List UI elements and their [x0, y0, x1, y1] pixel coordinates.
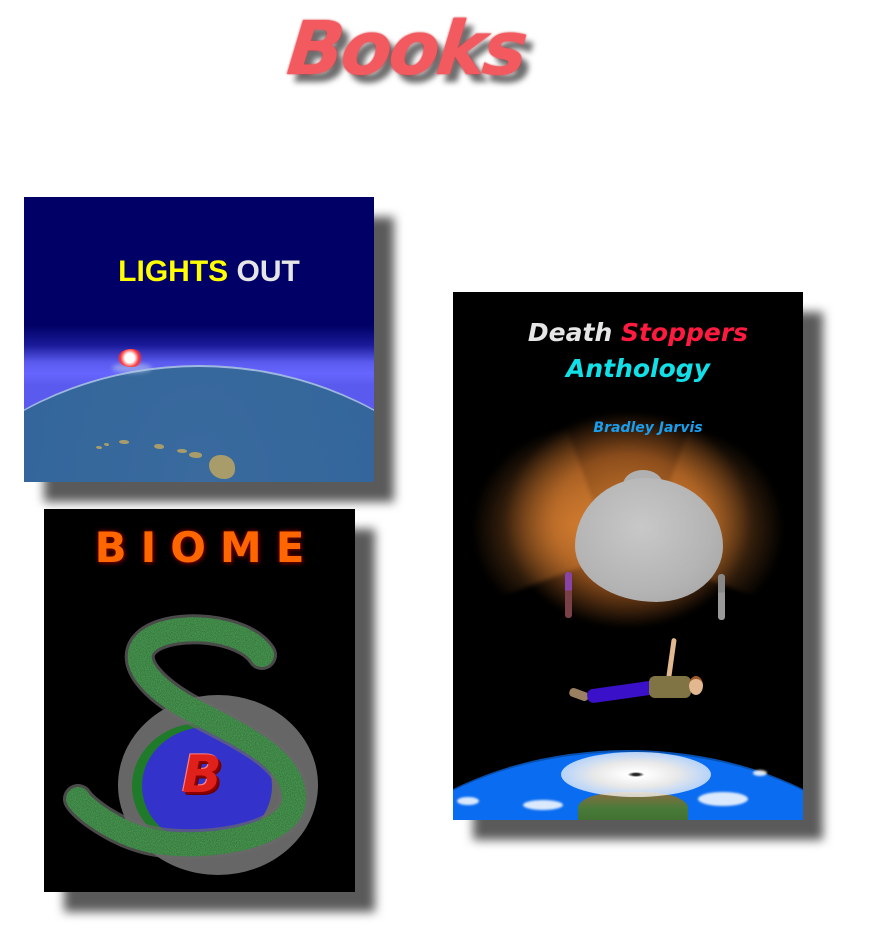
flare-glow — [112, 363, 152, 373]
cover-title-part1: LIGHTS — [118, 255, 229, 288]
cover-title: Death Stoppers — [453, 318, 803, 347]
island — [96, 446, 102, 449]
book-cover-death-stoppers[interactable]: Death Stoppers Anthology Bradley Jarvis — [453, 292, 803, 820]
asteroid — [575, 478, 723, 602]
island — [189, 452, 202, 458]
man-head — [689, 676, 703, 695]
island — [154, 444, 164, 449]
island — [209, 455, 235, 479]
flare-icon — [118, 349, 144, 367]
hurricane — [561, 752, 711, 797]
cloud — [523, 800, 563, 810]
cloud — [457, 797, 479, 805]
cover-title-part2: OUT — [236, 255, 300, 288]
figure-left — [565, 572, 572, 618]
book-cover-lights-out[interactable]: LIGHTS OUT — [24, 197, 374, 482]
cover-title: LIGHTS OUT — [24, 255, 374, 289]
book-cover-biome[interactable]: BIOME B — [44, 509, 355, 892]
cover-author: Bradley Jarvis — [593, 420, 703, 436]
emblem-letter: B — [182, 745, 222, 805]
island — [177, 449, 187, 453]
cover-subtitle: Anthology — [565, 354, 710, 383]
island — [119, 440, 129, 444]
cloud — [753, 770, 767, 776]
cover-title: BIOME — [94, 523, 319, 572]
man-torso — [649, 676, 691, 698]
man-arm — [666, 637, 677, 679]
cloud — [698, 792, 748, 806]
island — [104, 443, 109, 446]
man-legs — [586, 680, 656, 704]
cover-title-part1: Death — [527, 318, 613, 347]
cover-title-part2: Stoppers — [620, 318, 749, 347]
earth-horizon — [24, 365, 374, 482]
page-title: Books — [283, 6, 529, 92]
snake-s-icon — [63, 614, 310, 860]
figure-right — [718, 574, 725, 620]
